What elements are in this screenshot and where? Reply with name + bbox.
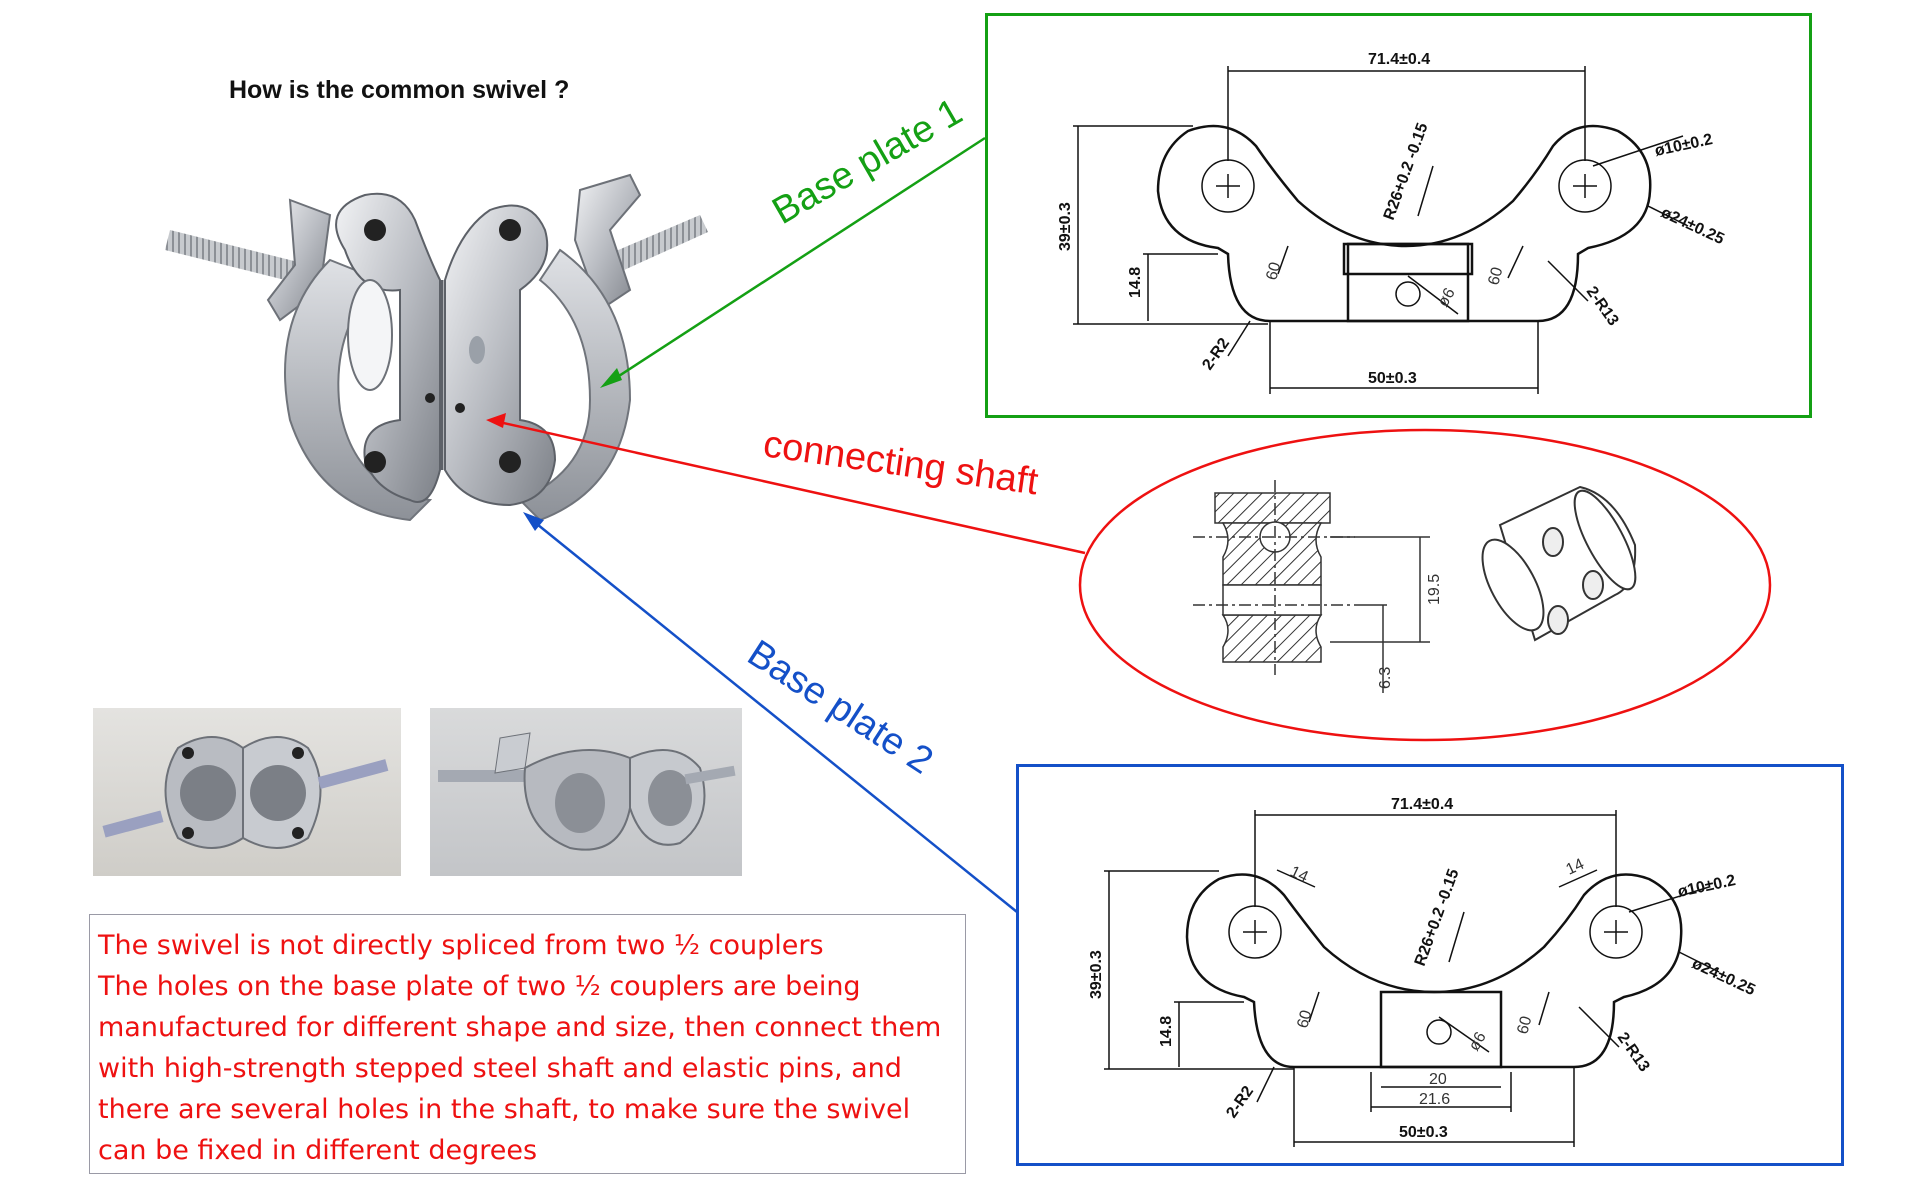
swivel-photo-side [430, 708, 742, 876]
p2-outer-dia: ø24±0.25 [1689, 955, 1757, 999]
p2-slot-216: 21.6 [1419, 1091, 1450, 1108]
note-line: manufactured for different shape and siz… [98, 1012, 942, 1043]
p2-corner-right: 2-R13 [1614, 1030, 1653, 1076]
base-plate-2-drawing: 71.4±0.4 39±0.3 14.8 R26+0.2 -0.15 ø10±0… [1088, 796, 1758, 1147]
p2-height: 39±0.3 [1088, 950, 1105, 999]
shaft-ellipse [1078, 428, 1772, 742]
base-plate-1-drawing-frame: 71.4±0.4 39±0.3 14.8 R26+0.2 -0.15 ø10±0… [985, 13, 1812, 418]
base-plate-left [335, 192, 441, 503]
p1-height: 39±0.3 [1057, 202, 1074, 251]
p2-radius-center: R26+0.2 -0.15 [1412, 867, 1463, 969]
shaft-3d [1481, 485, 1637, 642]
base-plate-1-drawing: 71.4±0.4 39±0.3 14.8 R26+0.2 -0.15 ø10±0… [1057, 51, 1727, 394]
p2-hole-dia: ø10±0.2 [1676, 872, 1737, 901]
arrow-connecting-shaft [486, 413, 1086, 555]
arrow-base-plate-2 [523, 512, 1018, 913]
p2-width-bottom: 50±0.3 [1399, 1124, 1448, 1141]
p2-angle-right: 60 [1514, 1014, 1535, 1036]
p2-width-top: 71.4±0.4 [1391, 796, 1453, 813]
note-line: can be fixed in different degrees [98, 1135, 538, 1166]
p2-corner-left: 2-R2 [1223, 1083, 1257, 1121]
bolt-left [165, 230, 310, 285]
connecting-shaft-drawing: 19.5 6.3 [1078, 428, 1772, 742]
shaft-offset: 6.3 [1377, 667, 1394, 689]
base-plate-right [444, 204, 557, 507]
note-line: The swivel is not directly spliced from … [98, 930, 824, 961]
p1-radius-center: R26+0.2 -0.15 [1381, 121, 1432, 223]
p1-outer-dia: ø24±0.25 [1658, 204, 1726, 248]
label-base-plate-1: Base plate 1 [766, 91, 970, 233]
base-plate-2-drawing-frame: 71.4±0.4 39±0.3 14.8 R26+0.2 -0.15 ø10±0… [1016, 764, 1844, 1166]
wing-nut-right [573, 173, 642, 312]
page-title: How is the common swivel ? [229, 76, 570, 104]
p2-web-right: 14 [1564, 856, 1587, 879]
note-line: with high-strength stepped steel shaft a… [98, 1053, 902, 1084]
shaft-length: 19.5 [1426, 574, 1443, 605]
note-line: there are several holes in the shaft, to… [98, 1094, 911, 1125]
p1-hole-dia: ø10±0.2 [1653, 131, 1714, 160]
p2-web-left: 14 [1287, 863, 1310, 886]
note-line: The holes on the base plate of two ½ cou… [98, 971, 861, 1002]
explanation-note: The swivel is not directly spliced from … [89, 914, 966, 1174]
label-connecting-shaft: connecting shaft [761, 423, 1041, 503]
bolt-right [595, 215, 708, 280]
p2-angle-left: 60 [1294, 1008, 1315, 1030]
p1-width-bottom: 50±0.3 [1368, 370, 1417, 387]
p2-height-small: 14.8 [1158, 1016, 1175, 1047]
label-base-plate-2: Base plate 2 [740, 632, 940, 782]
p1-corner-left: 2-R2 [1199, 335, 1233, 373]
p1-angle-left: 60 [1263, 260, 1284, 282]
p1-height-small: 14.8 [1127, 267, 1144, 298]
p1-corner-right: 2-R13 [1583, 284, 1622, 330]
p1-width-top: 71.4±0.4 [1368, 51, 1430, 68]
p1-angle-right: 60 [1485, 265, 1506, 287]
arrow-base-plate-1 [600, 136, 986, 388]
left-clamp-ring [284, 258, 433, 522]
p1-pin-hole: ø6 [1435, 285, 1459, 310]
swivel-clamp-photo [165, 173, 708, 522]
p2-slot-20: 20 [1429, 1071, 1447, 1088]
swivel-photo-front [93, 708, 401, 876]
